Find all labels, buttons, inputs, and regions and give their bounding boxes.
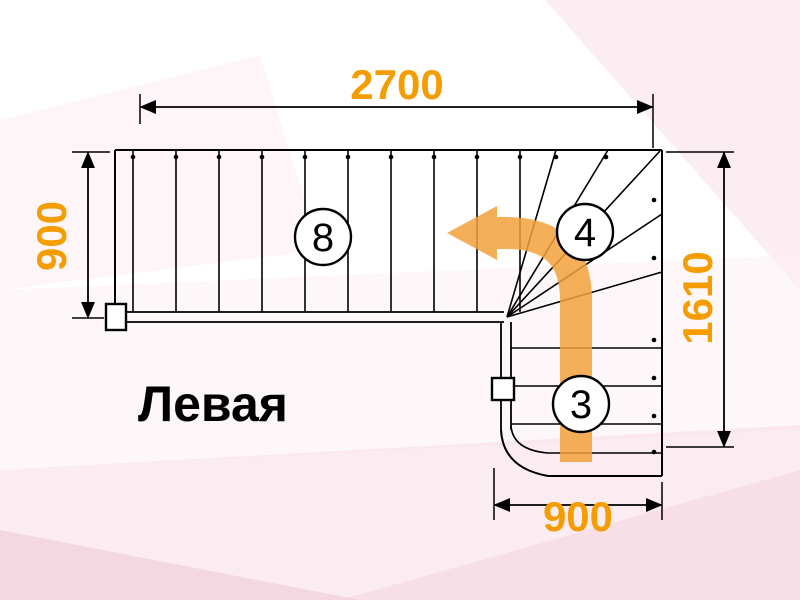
background-shape	[0, 530, 360, 600]
dimension-left: 900	[28, 151, 110, 319]
dimension-bottom-label: 900	[543, 493, 613, 540]
page-title: Левая	[138, 376, 288, 432]
winder-step-count-circle	[555, 202, 615, 262]
winder-step-count-label: 4	[574, 211, 596, 255]
curved-tread-line	[510, 425, 662, 454]
upper-step-count-label: 8	[312, 216, 334, 260]
step-count-badges: 8 4 3	[293, 202, 615, 434]
dimension-left-label: 900	[28, 201, 75, 271]
curved-bottom-edge	[500, 429, 662, 477]
lower-step-count-circle	[551, 374, 611, 434]
dimensions: 2700 900 1610 900	[28, 61, 734, 540]
direction-arrow-head	[447, 206, 497, 260]
newel-post-corner	[490, 376, 516, 402]
dimension-top-label: 2700	[350, 61, 443, 108]
background-shape	[0, 425, 800, 600]
dimension-top: 2700	[139, 61, 654, 148]
direction-arrow	[447, 206, 592, 462]
dimension-right: 1610	[666, 151, 734, 448]
background-shape	[545, 0, 800, 290]
fixing-dots	[130, 154, 657, 455]
dimension-bottom: 900	[493, 468, 663, 540]
dimension-right-label: 1610	[674, 251, 721, 344]
newel-post-left	[104, 302, 128, 332]
background-shape	[340, 470, 800, 600]
lower-step-count-label: 3	[570, 383, 592, 427]
upper-flight-outline	[114, 149, 663, 476]
upper-step-count-circle	[293, 207, 353, 267]
upper-flight-treads	[132, 150, 521, 312]
direction-arrow-shaft	[497, 217, 592, 462]
